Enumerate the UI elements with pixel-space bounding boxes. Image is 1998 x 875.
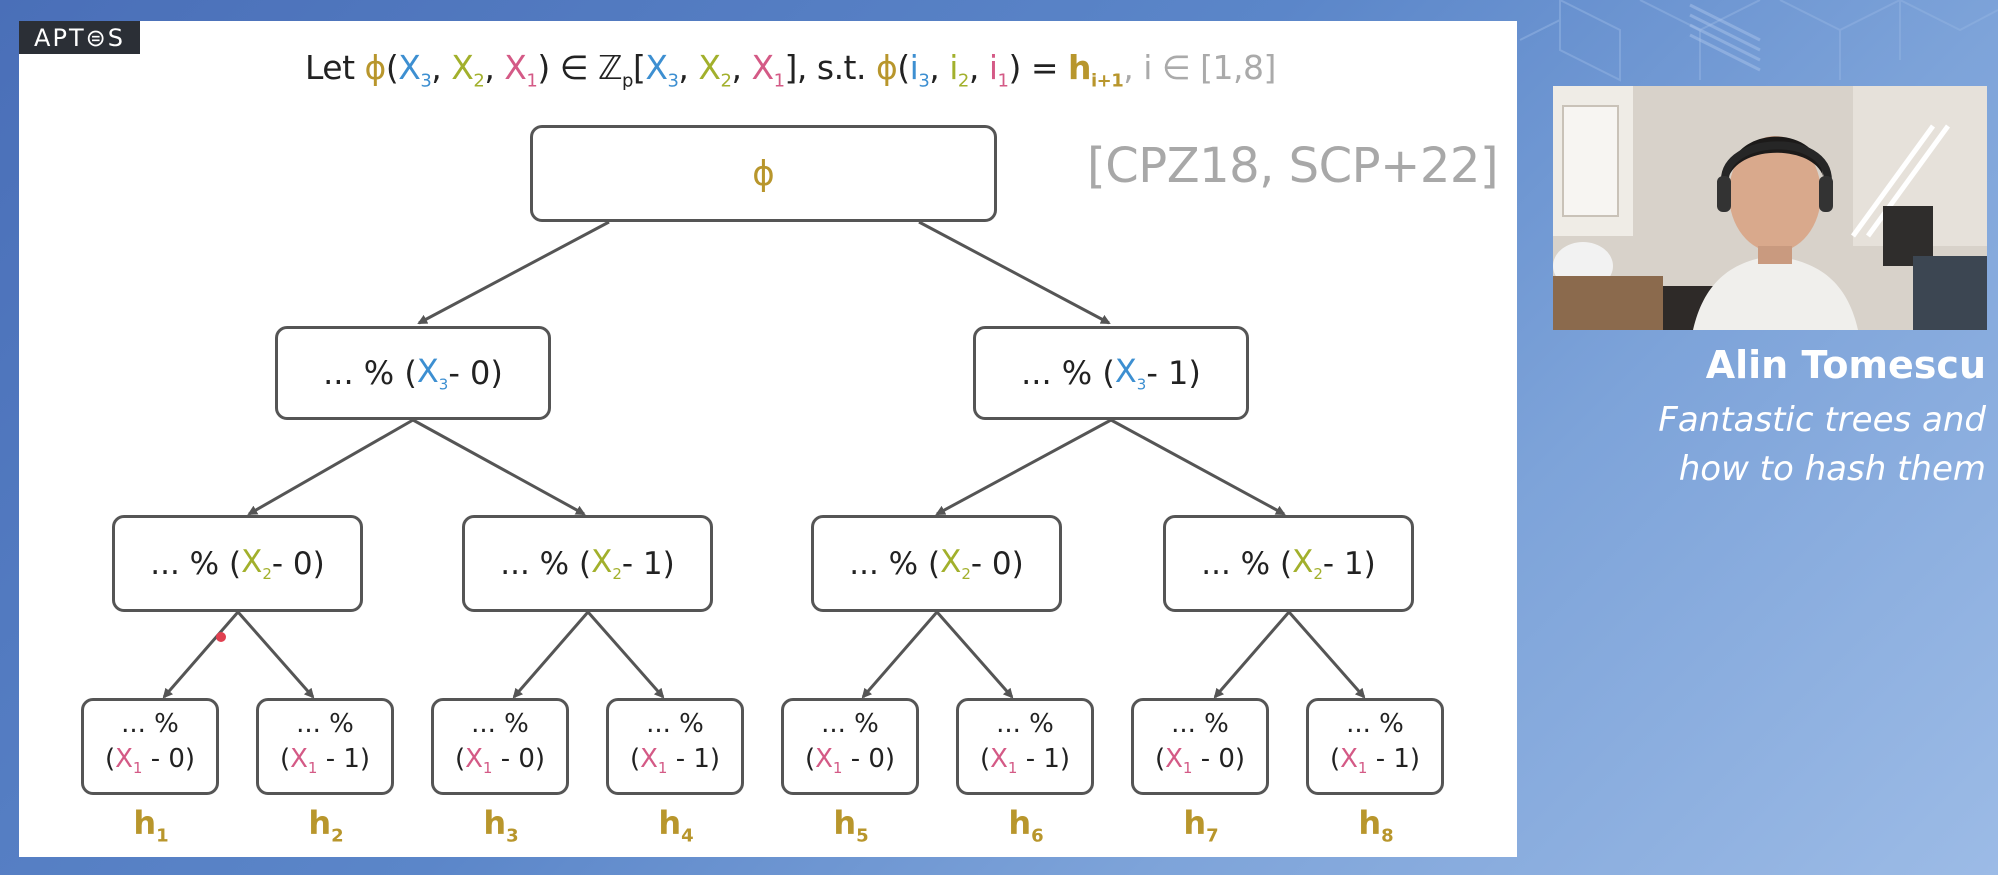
hash-label: h5	[833, 804, 869, 847]
edge	[512, 611, 590, 699]
tree-node-x3-1: ... % (X3 - 1)	[973, 326, 1249, 420]
tree-leaf-node: ... % (X1 - 0)	[431, 698, 569, 795]
hash-label: h4	[658, 804, 694, 847]
edge	[1287, 611, 1366, 699]
tree-leaf-node: ... % (X1 - 1)	[606, 698, 744, 795]
edge-root-right	[918, 220, 1111, 325]
tree-node-x2-1: ... % (X2 - 1)	[1163, 515, 1414, 612]
tree-leaf-node: ... % (X1 - 1)	[956, 698, 1094, 795]
tree-node-x2-0: ... % (X2 - 0)	[112, 515, 363, 612]
tree-leaf-node: ... % (X1 - 0)	[781, 698, 919, 795]
hash-label: h8	[1358, 804, 1394, 847]
tree-edges	[162, 220, 1366, 699]
tree-leaf-node: ... % (X1 - 0)	[81, 698, 219, 795]
edge	[935, 611, 1014, 699]
webcam-image	[1553, 86, 1987, 330]
talk-title: Fantastic trees and how to hash them	[1658, 400, 1986, 489]
presentation-slide: APT⊜S Let ϕ(X3, X2, X1) ∈ ℤp[X3, X2, X1]…	[19, 21, 1517, 857]
tree-node-x3-0: ... % (X3 - 0)	[275, 326, 551, 420]
speaker-webcam	[1553, 86, 1987, 330]
edge	[412, 418, 586, 516]
tree-node-x2-1: ... % (X2 - 1)	[462, 515, 713, 612]
edge	[247, 418, 414, 516]
speaker-name: Alin Tomescu	[1705, 343, 1986, 387]
edge	[586, 611, 665, 699]
hash-label: h2	[308, 804, 344, 847]
edge	[861, 611, 939, 699]
laser-pointer-dot	[216, 632, 226, 642]
aptos-logo: APT⊜S	[19, 21, 140, 54]
edge	[162, 611, 240, 699]
edge	[935, 418, 1112, 516]
hash-label: h6	[1008, 804, 1044, 847]
edge	[1213, 611, 1291, 699]
tree-leaf-node: ... % (X1 - 1)	[1306, 698, 1444, 795]
hash-label: h3	[483, 804, 519, 847]
edge-root-left	[417, 220, 610, 325]
hash-label: h7	[1183, 804, 1219, 847]
slide-formula: Let ϕ(X3, X2, X1) ∈ ℤp[X3, X2, X1], s.t.…	[305, 48, 1276, 92]
tree-node-x2-0: ... % (X2 - 0)	[811, 515, 1062, 612]
tree-leaf-node: ... % (X1 - 0)	[1131, 698, 1269, 795]
hash-label: h1	[133, 804, 169, 847]
citation-label: [CPZ18, SCP+22]	[1087, 138, 1499, 194]
tree-root-node: ϕ	[530, 125, 997, 222]
tree-leaf-node: ... % (X1 - 1)	[256, 698, 394, 795]
edge	[1110, 418, 1286, 516]
edge	[236, 611, 315, 699]
